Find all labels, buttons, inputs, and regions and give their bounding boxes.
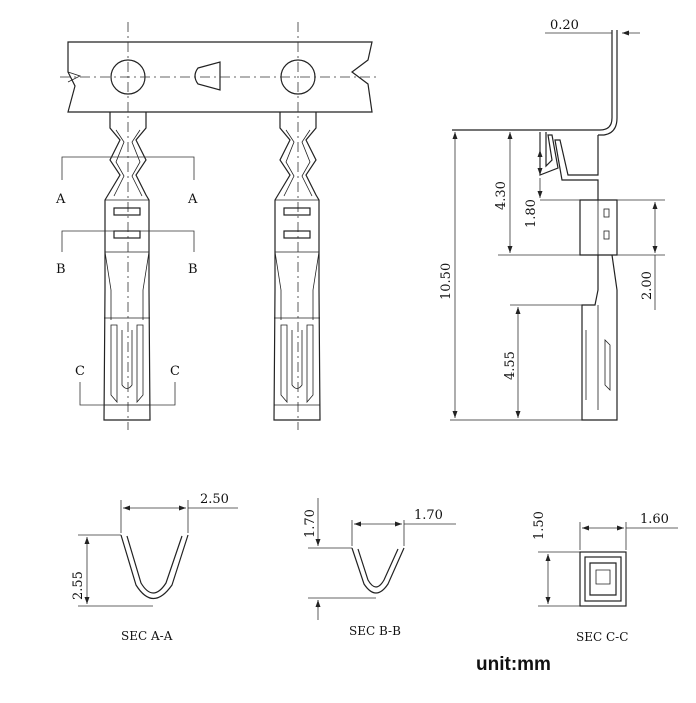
section-c-mark-right: C: [170, 364, 180, 379]
dim-total-length: 10.50: [439, 263, 454, 300]
dim-contact-length: 4.55: [503, 351, 518, 380]
terminal-right: [273, 112, 321, 421]
section-b-b: 1.70 1.70 SEC B-B: [303, 498, 456, 638]
dim-sec-c-height: 1.50: [532, 511, 547, 540]
dim-sec-a-height: 2.55: [71, 571, 86, 600]
dim-window-height: 2.00: [640, 271, 655, 300]
terminal-left: [103, 112, 151, 421]
pilot-triangle: [194, 61, 221, 91]
caption-sec-c: SEC C-C: [576, 630, 628, 644]
dim-sec-a-width: 2.50: [200, 492, 229, 507]
section-a-a: 2.50 2.55 SEC A-A: [71, 492, 238, 643]
section-a-mark-right: A: [187, 192, 198, 207]
section-a-cut: A A: [55, 156, 198, 207]
section-c-mark-left: C: [75, 364, 85, 379]
dim-sec-b-width: 1.70: [414, 508, 443, 523]
section-c-c: 1.60 1.50 SEC C-C: [532, 511, 678, 644]
unit-label: unit:mm: [476, 654, 551, 675]
dim-sec-b-height: 1.70: [303, 509, 318, 538]
section-a-mark-left: A: [55, 192, 66, 207]
dim-sec-c-width: 1.60: [640, 512, 669, 527]
caption-sec-a: SEC A-A: [121, 629, 173, 643]
section-b-cut: B B: [56, 230, 198, 277]
dim-crimp-height: 4.30: [494, 181, 509, 210]
section-c-cut: C C: [75, 364, 180, 406]
side-view: 0.20 10.50 4.30 1.80 2.00 4.55: [439, 18, 665, 421]
caption-sec-b: SEC B-B: [349, 624, 401, 638]
dim-thickness: 0.20: [550, 18, 579, 33]
section-b-mark-left: B: [56, 262, 66, 277]
front-view: A A B B C C: [55, 22, 378, 430]
section-b-mark-right: B: [188, 262, 198, 277]
dim-slot-height: 1.80: [524, 199, 539, 228]
